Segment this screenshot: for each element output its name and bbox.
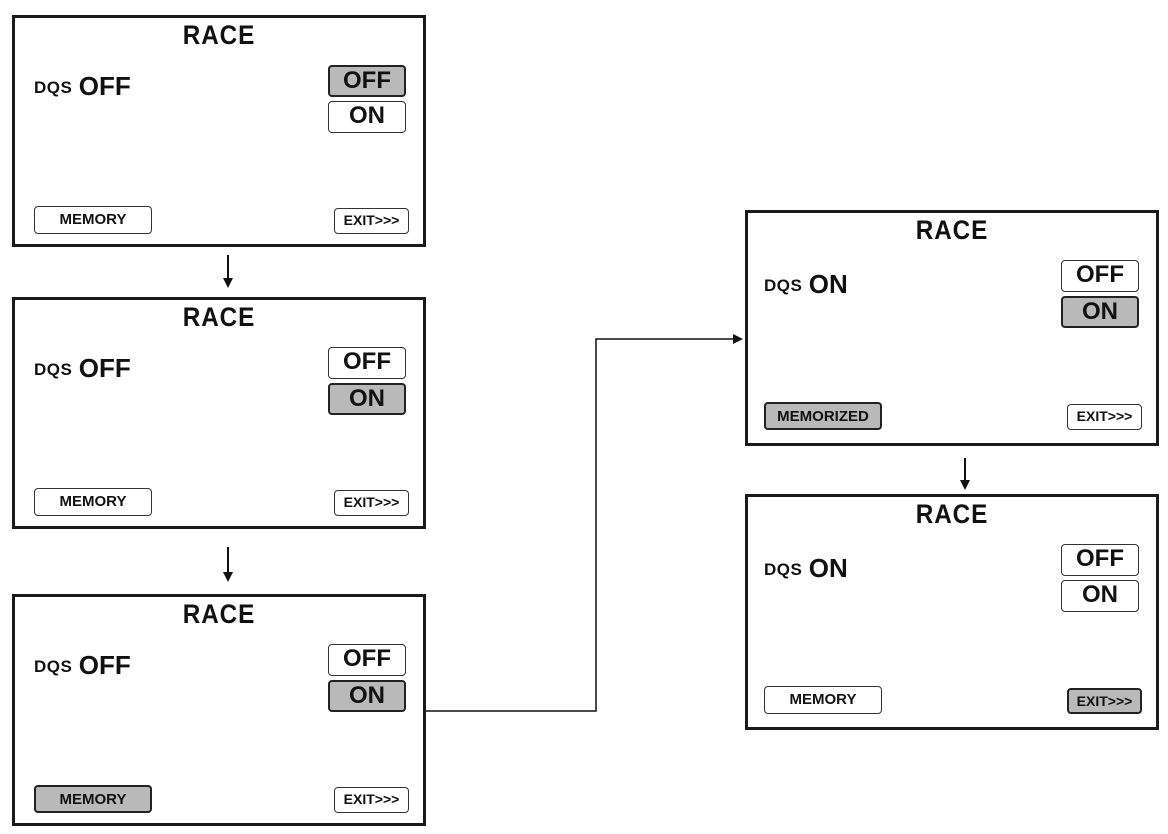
on-button[interactable]: ON [328, 101, 406, 133]
race-screen-5: RACE DQS ON OFF ON MEMORY EXIT>>> [745, 494, 1159, 730]
on-button[interactable]: ON [1061, 296, 1139, 328]
dqs-label: DQS [764, 560, 803, 579]
exit-button[interactable]: EXIT>>> [334, 208, 409, 234]
race-screen-3: RACE DQS OFF OFF ON MEMORY EXIT>>> [12, 594, 426, 826]
dqs-label: DQS [34, 360, 73, 379]
screen-title: RACE [182, 599, 256, 629]
dqs-status: DQS ON [764, 269, 848, 300]
screen-title: RACE [182, 302, 256, 332]
off-button[interactable]: OFF [328, 644, 406, 676]
dqs-value: ON [808, 269, 848, 299]
exit-button[interactable]: EXIT>>> [1067, 688, 1142, 714]
exit-button[interactable]: EXIT>>> [334, 787, 409, 813]
dqs-status: DQS ON [764, 553, 848, 584]
dqs-label: DQS [34, 657, 73, 676]
dqs-value: OFF [78, 353, 131, 383]
exit-button[interactable]: EXIT>>> [334, 490, 409, 516]
memory-button[interactable]: MEMORY [34, 785, 152, 813]
on-button[interactable]: ON [1061, 580, 1139, 612]
exit-button[interactable]: EXIT>>> [1067, 404, 1142, 430]
screen-title: RACE [915, 215, 989, 245]
memory-button[interactable]: MEMORY [764, 686, 882, 714]
memory-button[interactable]: MEMORY [34, 206, 152, 234]
memorized-button[interactable]: MEMORIZED [764, 402, 882, 430]
dqs-label: DQS [34, 78, 73, 97]
on-button[interactable]: ON [328, 383, 406, 415]
dqs-value: OFF [78, 71, 131, 101]
screen-title: RACE [182, 20, 256, 50]
race-screen-2: RACE DQS OFF OFF ON MEMORY EXIT>>> [12, 297, 426, 529]
race-screen-4: RACE DQS ON OFF ON MEMORIZED EXIT>>> [745, 210, 1159, 446]
arrow-screen-3-to-4 [426, 334, 743, 712]
dqs-label: DQS [764, 276, 803, 295]
off-button[interactable]: OFF [328, 65, 406, 97]
race-screen-1: RACE DQS OFF OFF ON MEMORY EXIT>>> [12, 15, 426, 247]
off-button[interactable]: OFF [328, 347, 406, 379]
dqs-value: OFF [78, 650, 131, 680]
dqs-status: DQS OFF [34, 71, 131, 102]
memory-button[interactable]: MEMORY [34, 488, 152, 516]
dqs-status: DQS OFF [34, 650, 131, 681]
dqs-value: ON [808, 553, 848, 583]
off-button[interactable]: OFF [1061, 544, 1139, 576]
screen-title: RACE [915, 499, 989, 529]
dqs-status: DQS OFF [34, 353, 131, 384]
off-button[interactable]: OFF [1061, 260, 1139, 292]
on-button[interactable]: ON [328, 680, 406, 712]
